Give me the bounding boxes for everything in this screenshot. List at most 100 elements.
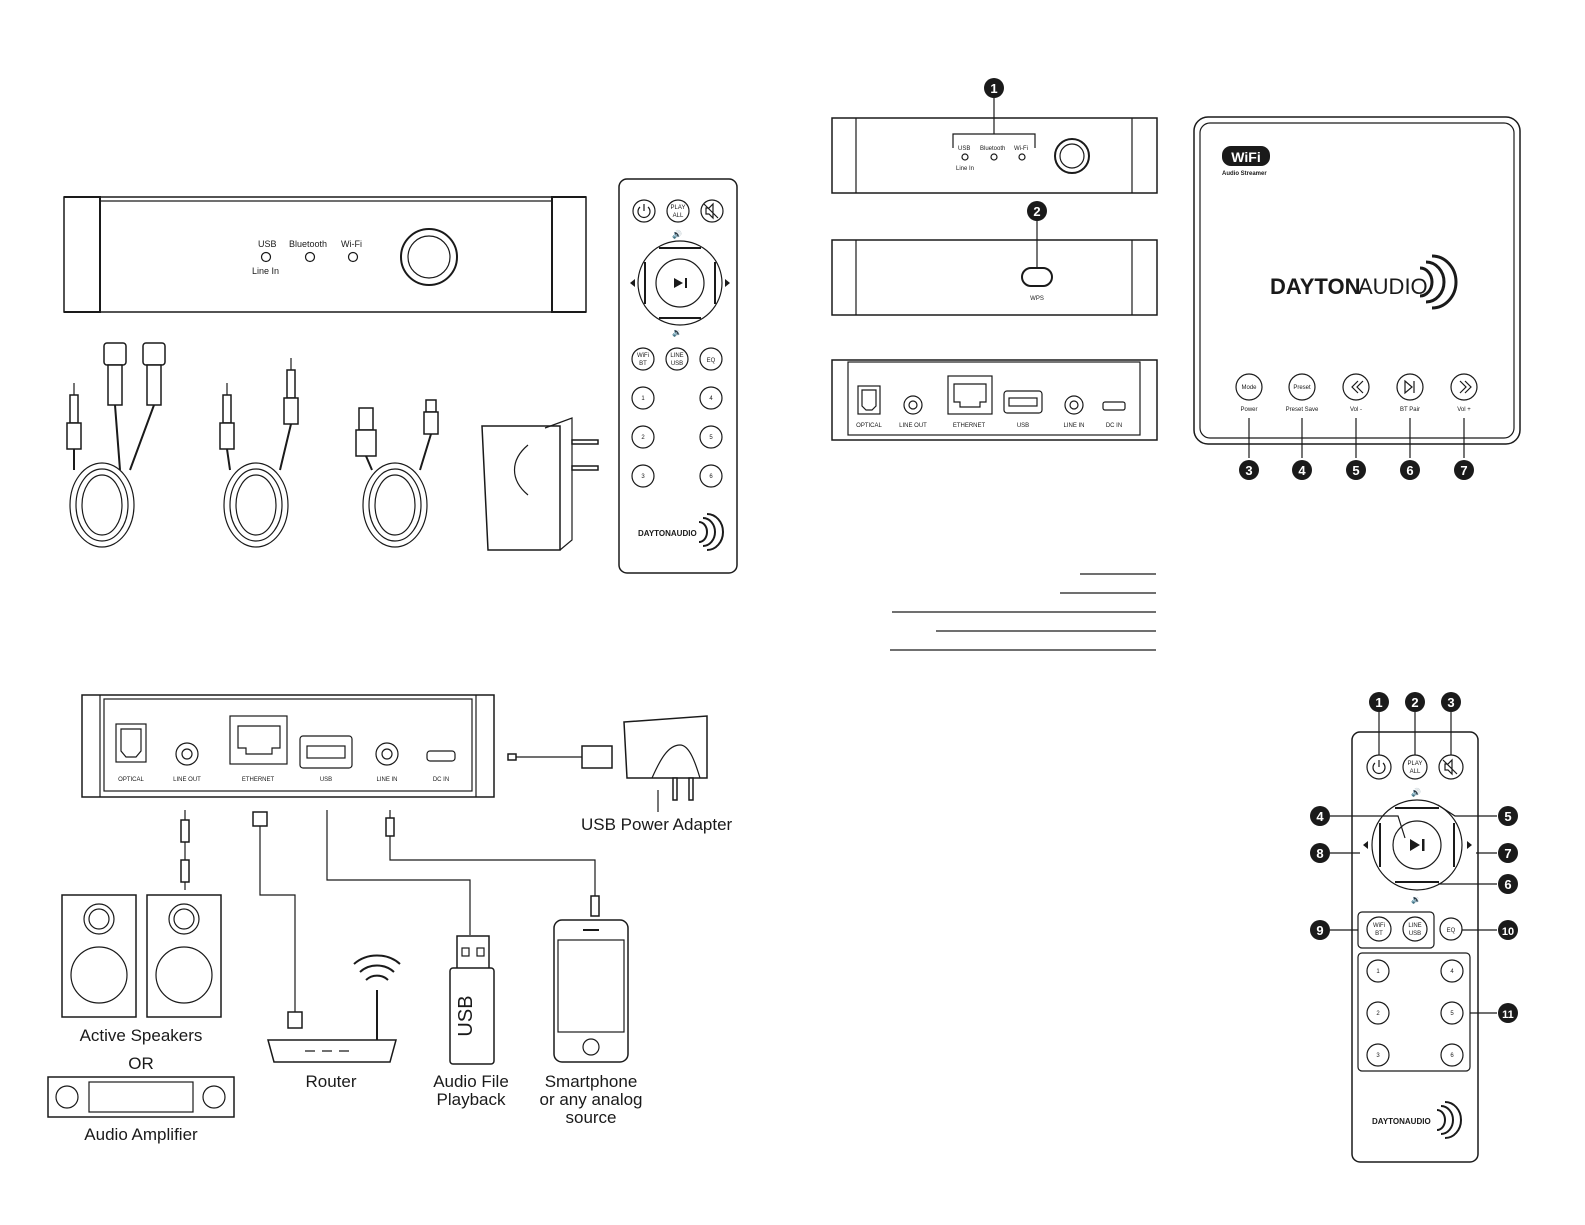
svg-text:LINE IN: LINE IN — [1063, 423, 1084, 429]
svg-text:4: 4 — [709, 396, 713, 402]
prev-icon — [1361, 841, 1368, 849]
svg-text:EQ: EQ — [1447, 928, 1456, 934]
wifi-icon — [353, 954, 401, 981]
svg-text:6: 6 — [709, 474, 713, 480]
power-icon — [632, 199, 656, 223]
svg-text:7: 7 — [1460, 463, 1467, 478]
svg-text:10: 10 — [1502, 926, 1514, 938]
top-button-vol-down: Vol - — [1342, 373, 1370, 413]
svg-text:Bluetooth: Bluetooth — [980, 146, 1005, 152]
active-speakers: Active Speakers OR — [61, 894, 222, 1073]
audio-amplifier: Audio Amplifier — [47, 1076, 235, 1144]
svg-text:2: 2 — [1376, 1011, 1380, 1017]
svg-text:ETHERNET: ETHERNET — [953, 423, 986, 429]
usb-stick: USB Audio File Playback — [433, 935, 509, 1109]
svg-text:USB: USB — [671, 361, 683, 367]
svg-text:6: 6 — [1504, 877, 1511, 892]
brand-light: AUDIO — [1358, 274, 1428, 299]
led-label-bluetooth: Bluetooth — [289, 239, 327, 249]
svg-text:7: 7 — [1504, 846, 1511, 861]
remote-logo-large: DAYTONAUDIO — [1372, 1117, 1431, 1126]
led-label-wifi: Wi-Fi — [341, 239, 362, 249]
vol-down-icon: 🔉 — [672, 328, 682, 337]
wps-panel: WPS — [831, 218, 1158, 316]
svg-text:9: 9 — [1316, 923, 1323, 938]
remote-small: PLAY ALL 🔊 🔉 WiFi BT LINE USB EQ 1 2 3 4… — [618, 178, 738, 574]
svg-text:8: 8 — [1316, 846, 1323, 861]
line-usb-button — [665, 347, 689, 371]
device-callouts: 1 2 3 4 5 6 7 — [984, 78, 1474, 480]
svg-text:USB: USB — [958, 146, 970, 152]
top-button-vol-up: Vol + — [1450, 373, 1478, 413]
svg-text:USB: USB — [1409, 931, 1421, 937]
svg-text:LINE: LINE — [1408, 923, 1421, 929]
svg-text:BT: BT — [639, 361, 647, 367]
svg-text:Audio File: Audio File — [433, 1072, 509, 1091]
vol-up-icon: 🔊 — [672, 229, 682, 239]
usb-power-adapter: USB Power Adapter — [581, 715, 733, 834]
svg-text:LINE IN: LINE IN — [376, 777, 397, 783]
svg-text:WiFi: WiFi — [637, 353, 649, 359]
svg-text:2: 2 — [1411, 695, 1418, 710]
svg-text:Preset: Preset — [1293, 385, 1311, 391]
usb-power-adapter-label: USB Power Adapter — [581, 815, 733, 834]
svg-text:ALL: ALL — [1410, 769, 1421, 775]
svg-text:Mode: Mode — [1241, 385, 1257, 391]
svg-text:DC IN: DC IN — [433, 777, 449, 783]
svg-text:1: 1 — [1375, 695, 1382, 710]
blank-lines — [890, 573, 1156, 651]
led-usb — [260, 251, 272, 263]
svg-text:5: 5 — [1450, 1011, 1454, 1017]
dpad-small — [628, 240, 732, 326]
svg-text:WPS: WPS — [1030, 296, 1044, 302]
smartphone: Smartphone or any analog source — [539, 919, 643, 1127]
led-label-usb: USB — [258, 239, 277, 249]
play-all-button — [666, 199, 690, 223]
wifi-badge — [1222, 146, 1270, 166]
svg-text:PLAY: PLAY — [1408, 761, 1423, 767]
svg-text:LINE OUT: LINE OUT — [173, 777, 201, 783]
front-panel-large: USB Line In Bluetooth Wi-Fi — [63, 196, 587, 313]
top-view: WiFi Audio Streamer DAYTON AUDIO Mode Po… — [1193, 116, 1521, 458]
svg-text:3: 3 — [1245, 463, 1252, 478]
top-button-mode: Mode Power — [1235, 373, 1263, 413]
prev-icon — [628, 279, 635, 287]
svg-text:Wi-Fi: Wi-Fi — [1014, 146, 1028, 152]
wifi-bt-button — [631, 347, 655, 371]
led-label-line-in: Line In — [252, 266, 279, 276]
svg-text:Smartphone: Smartphone — [545, 1072, 638, 1091]
svg-text:5: 5 — [1352, 463, 1359, 478]
svg-text:WiFi: WiFi — [1231, 149, 1260, 165]
aux-cable — [219, 358, 299, 548]
svg-text:BT Pair: BT Pair — [1400, 407, 1420, 413]
svg-text:ETHERNET: ETHERNET — [242, 777, 275, 783]
eq-button — [699, 347, 723, 371]
svg-text:4: 4 — [1450, 969, 1454, 975]
svg-text:6: 6 — [1406, 463, 1413, 478]
brand-bold: DAYTON — [1270, 274, 1360, 299]
svg-text:3: 3 — [1376, 1053, 1380, 1059]
svg-text:or any analog: or any analog — [539, 1090, 642, 1109]
router-label: Router — [305, 1072, 356, 1091]
svg-text:Playback: Playback — [437, 1090, 506, 1109]
volume-knob — [400, 228, 458, 286]
svg-text:6: 6 — [1450, 1053, 1454, 1059]
svg-text:ALL: ALL — [673, 213, 684, 219]
svg-text:LINE: LINE — [670, 353, 683, 359]
svg-text:PLAY: PLAY — [671, 205, 686, 211]
play-pause-icon — [1410, 839, 1420, 851]
svg-text:Vol -: Vol - — [1350, 407, 1362, 413]
svg-text:OPTICAL: OPTICAL — [856, 423, 882, 429]
remote-callouts: 1 2 3 4 5 6 7 8 9 10 11 — [1310, 692, 1518, 1023]
dpad-large — [1361, 799, 1474, 891]
usb-stick-text: USB — [455, 995, 477, 1036]
svg-text:Line In: Line In — [956, 166, 974, 172]
svg-text:Audio Streamer: Audio Streamer — [1222, 171, 1267, 177]
connection-lines — [180, 745, 659, 1029]
svg-text:USB: USB — [1017, 423, 1029, 429]
svg-text:WiFi: WiFi — [1373, 923, 1385, 929]
mute-icon — [700, 199, 724, 223]
vol-up-icon: 🔊 — [1411, 787, 1421, 797]
led-bluetooth — [304, 251, 316, 263]
svg-text:5: 5 — [709, 435, 713, 441]
